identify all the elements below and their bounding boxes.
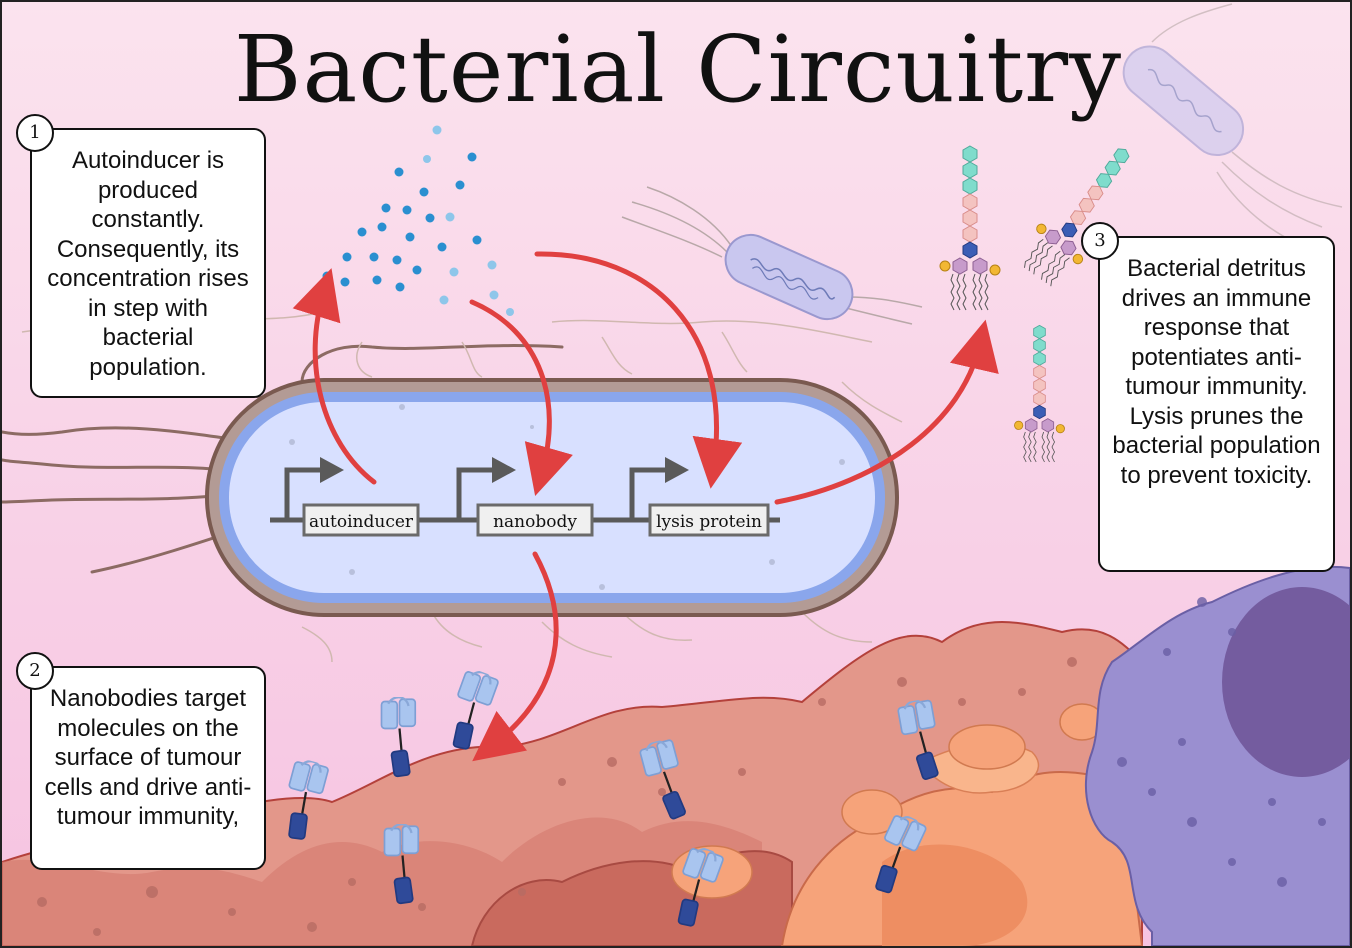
process-arrows	[292, 251, 999, 762]
genetic-circuit: autoinducer nanobody lysis protein	[270, 457, 780, 537]
tumour-tissue	[2, 621, 1144, 946]
autoinducer-molecules	[322, 125, 514, 316]
immune-cell	[1084, 565, 1350, 946]
gene-lysis-protein: lysis protein	[648, 503, 770, 537]
callout-autoinducer: Autoinducer is produced constantly. Cons…	[30, 128, 266, 398]
callout-3-text: Bacterial detritus drives an immune resp…	[1112, 255, 1321, 489]
arrow-autoinducer-to-lysis	[534, 251, 743, 489]
arrow-nanobody-to-tumour	[472, 551, 559, 762]
callout-2-text: Nanobodies target molecules on the surfa…	[44, 685, 252, 830]
gene-label-lysis: lysis protein	[656, 512, 762, 532]
small-bacterium-icon	[621, 186, 923, 325]
callout-1-text: Autoinducer is produced constantly. Cons…	[47, 147, 249, 381]
faded-bacterium-icon	[1122, 3, 1343, 253]
callout-detritus: Bacterial detritus drives an immune resp…	[1098, 236, 1335, 572]
callout-3-number-badge: 3	[1081, 222, 1119, 260]
gene-label-autoinducer: autoinducer	[309, 512, 414, 532]
arrow-lysis-to-detritus	[774, 319, 999, 505]
arrow-autoinducer-to-nanobody	[469, 299, 573, 497]
arrow-autoinducer-export	[292, 268, 377, 485]
gene-nanobody: nanobody	[476, 503, 594, 537]
callout-2-number-badge: 2	[16, 652, 54, 690]
gene-autoinducer: autoinducer	[302, 503, 420, 537]
callout-1-number-badge: 1	[16, 114, 54, 152]
diagram-title: Bacterial Circuitry	[233, 16, 1123, 123]
gene-label-nanobody: nanobody	[493, 512, 577, 532]
callout-nanobodies: Nanobodies target molecules on the surfa…	[30, 666, 266, 870]
